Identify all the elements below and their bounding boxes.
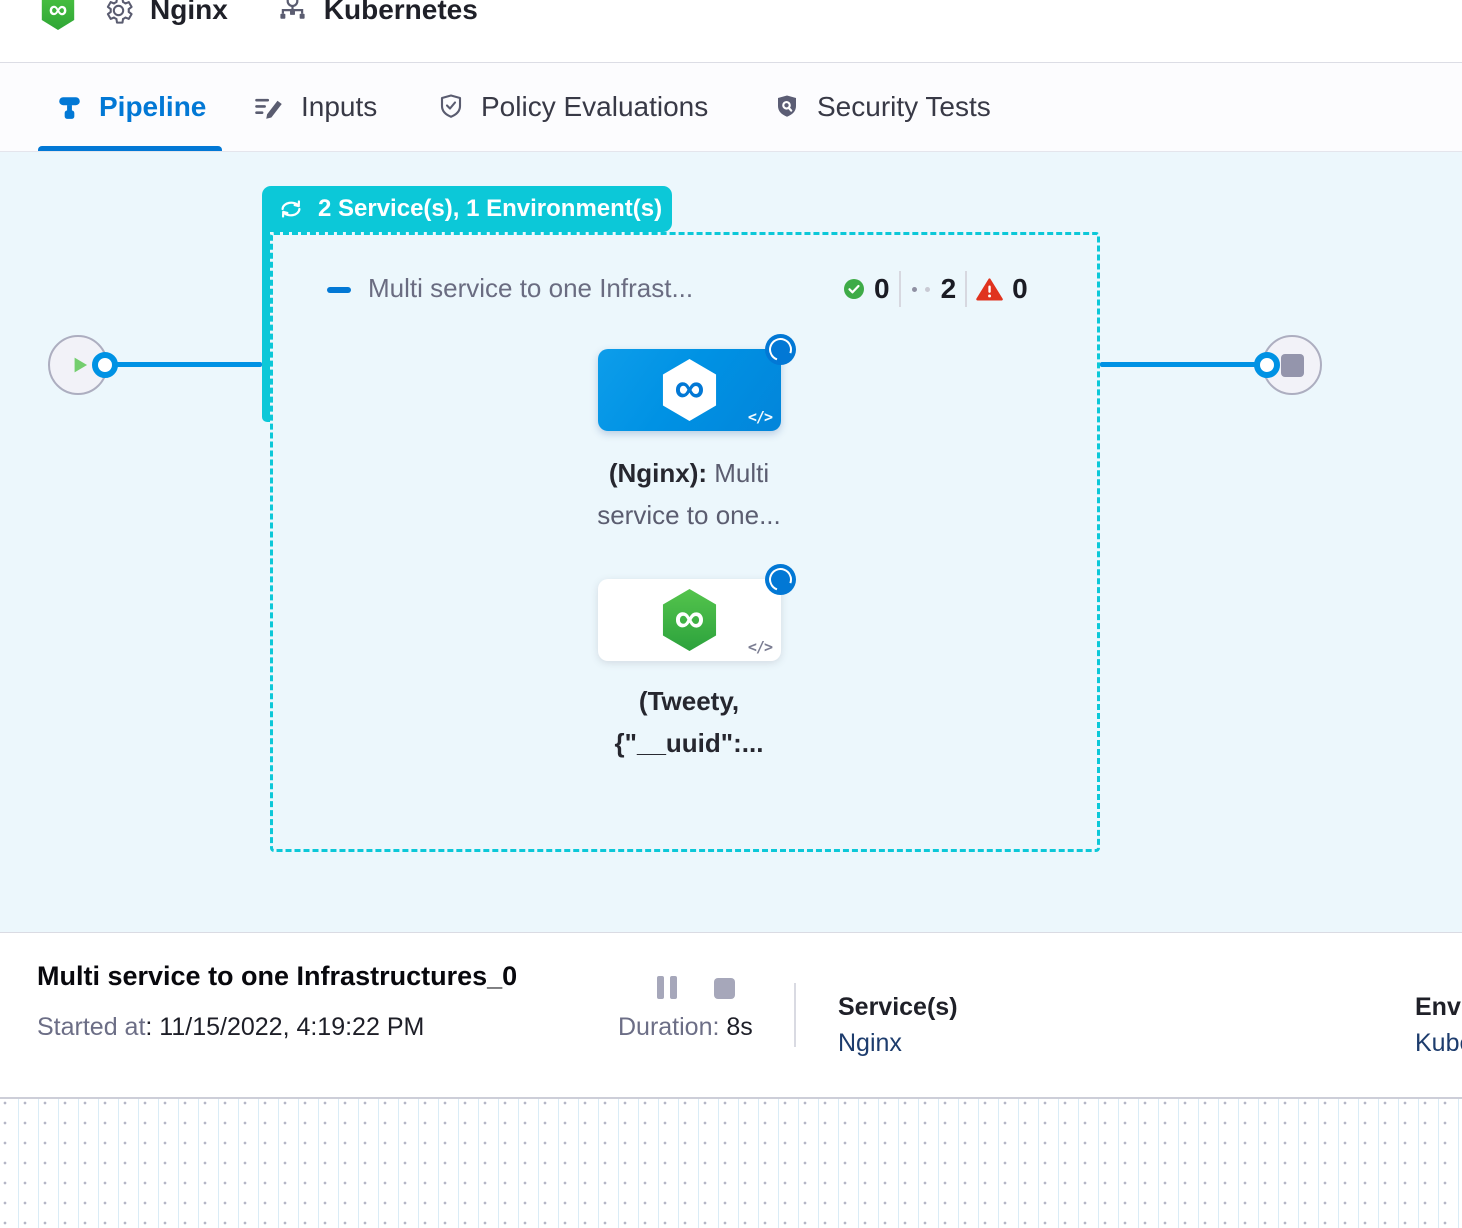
- stage-status-summary: 0 2 0: [843, 270, 1028, 308]
- tab-pipeline[interactable]: Pipeline: [55, 63, 206, 151]
- infinity-glyph: ∞: [675, 597, 705, 639]
- status-divider: [899, 271, 901, 307]
- running-spinner-icon: [765, 334, 796, 365]
- node-tweety-card[interactable]: ∞ </>: [598, 579, 781, 661]
- service-crumb-label: Nginx: [150, 0, 228, 26]
- started-at-label: Started at: [37, 1013, 145, 1041]
- breadcrumb-service[interactable]: Nginx: [102, 0, 228, 27]
- canvas-grid: [0, 1097, 1462, 1228]
- failed-count: 0: [1012, 273, 1028, 305]
- pipeline-canvas: 2 Service(s), 1 Environment(s) Multi ser…: [0, 152, 1462, 932]
- inputs-icon: [252, 92, 286, 122]
- tab-policy-evaluations[interactable]: Policy Evaluations: [436, 63, 708, 151]
- edge-start-to-stage: [108, 362, 262, 367]
- gear-icon: [102, 0, 135, 27]
- breadcrumb: ∞ Nginx Kubernetes: [40, 0, 478, 44]
- harness-step-icon: ∞: [660, 589, 719, 651]
- environments-link[interactable]: Kubernetes: [1415, 1029, 1462, 1058]
- node-tweety-label: (Tweety, {"__uuid":...: [581, 680, 797, 764]
- started-at: Started at: 11/15/2022, 4:19:22 PM: [37, 1013, 424, 1042]
- services-environments-badge[interactable]: 2 Service(s), 1 Environment(s): [262, 186, 672, 232]
- infinity-glyph: ∞: [675, 367, 705, 409]
- stop-icon: [1281, 354, 1304, 377]
- security-tests-icon: [772, 92, 802, 122]
- execution-summary-bar: Multi service to one Infrastructures_0 S…: [0, 932, 1462, 1097]
- environment-crumb-label: Kubernetes: [324, 0, 478, 26]
- tabbar: Pipeline Inputs Policy Evaluations Secur…: [0, 63, 1462, 152]
- infinity-glyph: ∞: [49, 0, 68, 22]
- tab-security-tests-label: Security Tests: [817, 91, 991, 123]
- execution-title: Multi service to one Infrastructures_0: [37, 961, 517, 992]
- environment-icon: [276, 0, 309, 27]
- collapse-stage-button[interactable]: [327, 287, 351, 293]
- node-name-bold: (Nginx):: [609, 458, 707, 488]
- status-divider: [965, 271, 967, 307]
- duration: Duration: 8s: [618, 1013, 753, 1042]
- duration-label: Duration:: [618, 1013, 726, 1041]
- services-environments-badge-label: 2 Service(s), 1 Environment(s): [318, 195, 662, 223]
- loop-icon: [277, 195, 305, 223]
- harness-step-icon: ∞: [660, 359, 719, 421]
- edge-stage-to-end: [1100, 362, 1260, 367]
- breadcrumb-environment[interactable]: Kubernetes: [276, 0, 478, 27]
- environments-label: Environment(s): [1415, 993, 1462, 1022]
- success-icon: [843, 278, 865, 300]
- node-nginx-card[interactable]: ∞ </>: [598, 349, 781, 431]
- code-icon: </>: [748, 638, 772, 656]
- stage-title: Multi service to one Infrast...: [368, 273, 693, 304]
- tab-inputs-label: Inputs: [301, 91, 377, 123]
- tab-policy-evaluations-label: Policy Evaluations: [481, 91, 708, 123]
- started-at-value: : 11/15/2022, 4:19:22 PM: [145, 1013, 424, 1041]
- topbar: ∞ Nginx Kubernetes: [0, 0, 1462, 63]
- running-spinner-icon: [765, 564, 796, 595]
- active-tab-underline: [38, 146, 222, 151]
- node-name-bold: (Tweety, {"__uuid":...: [615, 686, 764, 758]
- pause-button[interactable]: [657, 976, 677, 999]
- tab-pipeline-label: Pipeline: [99, 91, 206, 123]
- running-count: 2: [941, 273, 957, 305]
- services-link[interactable]: Nginx: [838, 1029, 902, 1058]
- group-badge-tail: [262, 230, 270, 422]
- success-count: 0: [874, 273, 890, 305]
- footer-divider: [794, 983, 796, 1047]
- node-nginx-label: (Nginx): Multi service to one...: [581, 452, 797, 536]
- services-label: Service(s): [838, 993, 958, 1022]
- harness-logo-icon: ∞: [40, 0, 76, 30]
- connector-dot: [1254, 352, 1280, 378]
- play-icon: [67, 352, 93, 378]
- running-icon: [910, 287, 932, 292]
- pipeline-icon: [55, 93, 84, 122]
- policy-evaluations-icon: [436, 92, 466, 122]
- abort-button[interactable]: [714, 978, 735, 999]
- tab-inputs[interactable]: Inputs: [252, 63, 377, 151]
- code-icon: </>: [748, 408, 772, 426]
- tab-security-tests[interactable]: Security Tests: [772, 63, 991, 151]
- connector-dot: [92, 352, 118, 378]
- duration-value: 8s: [726, 1013, 752, 1041]
- failed-icon: [976, 277, 1003, 302]
